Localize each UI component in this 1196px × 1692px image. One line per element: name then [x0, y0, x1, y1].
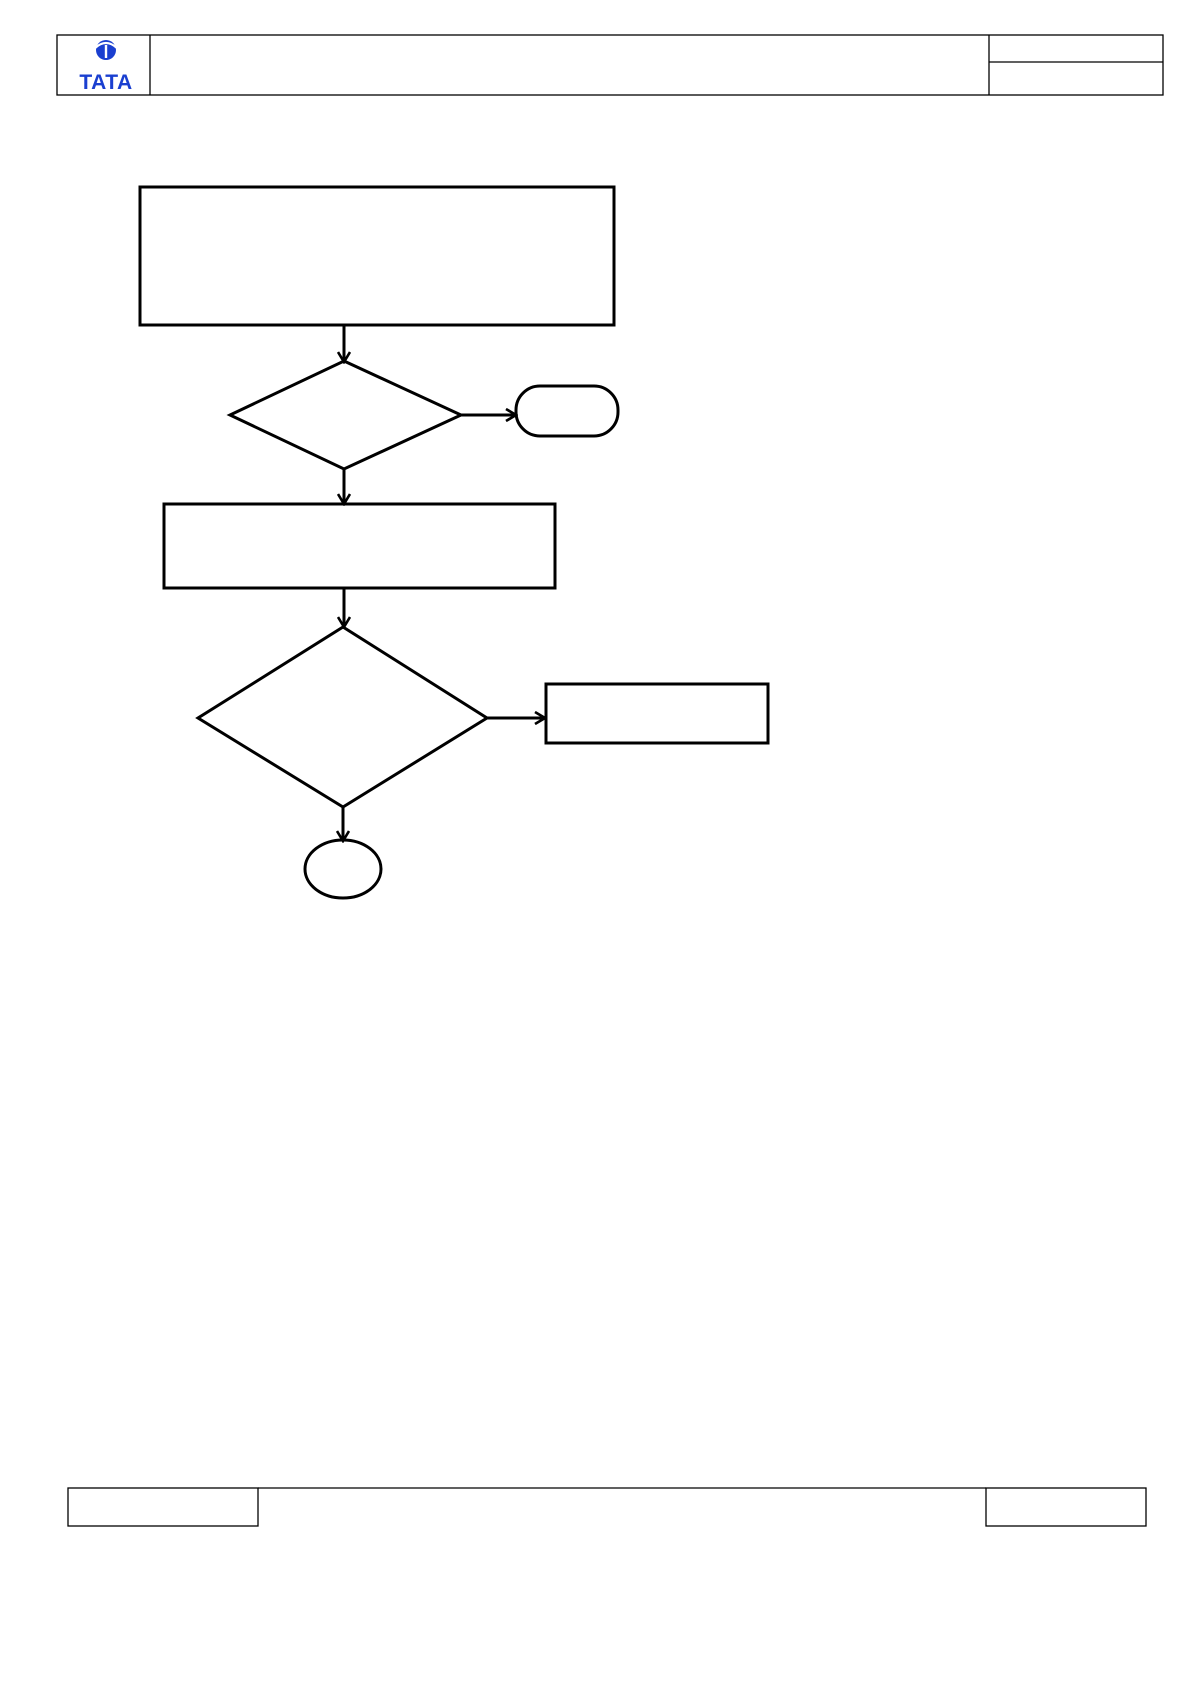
terminator-box	[514, 384, 620, 438]
header-table: TATA	[56, 34, 1164, 96]
process-box-1	[138, 185, 616, 327]
footer-table	[67, 1487, 1147, 1527]
decision-diamond-1	[226, 359, 465, 471]
process-box-3	[544, 682, 770, 745]
logo-wordmark: TATA	[79, 71, 132, 94]
flowchart	[138, 185, 770, 900]
process-box-2	[162, 502, 557, 590]
decision-diamond-2	[195, 625, 490, 809]
footer-cell-left	[67, 1487, 259, 1527]
connector-circle	[303, 838, 383, 900]
tata-logo-icon: TATA	[79, 40, 132, 94]
header-frame	[56, 34, 1164, 96]
footer-cell-right	[985, 1487, 1147, 1527]
